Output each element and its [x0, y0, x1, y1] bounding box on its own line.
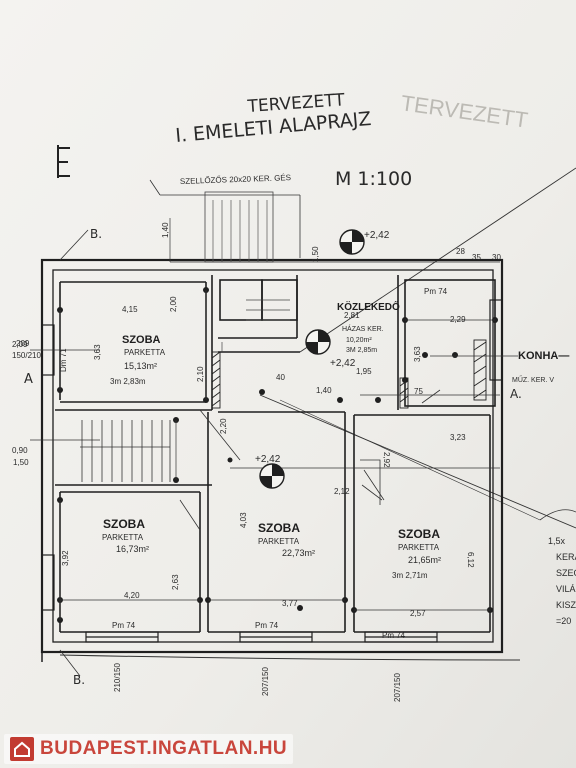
section-marker-a-right: A.: [510, 387, 522, 401]
section-marker-b-top: B.: [90, 227, 102, 241]
svg-text:30: 30: [492, 253, 501, 262]
svg-text:2,57: 2,57: [410, 609, 426, 618]
svg-text:210/150: 210/150: [113, 663, 122, 692]
level-marker-icon: [305, 329, 331, 355]
svg-text:3,63: 3,63: [93, 344, 102, 360]
svg-text:SZOBA: SZOBA: [258, 521, 300, 535]
svg-text:Dm 71: Dm 71: [59, 348, 68, 372]
svg-text:PARKETTA: PARKETTA: [124, 348, 166, 357]
scale-label: M 1:100: [335, 168, 412, 190]
level-marker-icon: [259, 463, 285, 489]
section-marker-a-left: A: [24, 372, 33, 387]
svg-text:KERA: KERA: [556, 552, 576, 562]
svg-text:VILÁ: VILÁ: [556, 584, 576, 594]
svg-text:1,40: 1,40: [316, 386, 332, 395]
windows: [41, 299, 503, 643]
dimension-labels: 1,40 4,15 3,63 2,00 2,81 2,29 3,63 1,95 …: [12, 222, 501, 702]
kitchen-callout-sub: MŰZ. KER. V: [512, 375, 554, 384]
svg-text:2,29: 2,29: [450, 315, 466, 324]
level-label: +2,42: [330, 358, 356, 369]
svg-text:10,20m²: 10,20m²: [346, 337, 372, 344]
svg-text:2,20: 2,20: [219, 418, 228, 434]
svg-text:HÁZAS KER.: HÁZAS KER.: [342, 324, 384, 333]
svg-text:22,73m²: 22,73m²: [282, 548, 315, 558]
svg-text:2,00: 2,00: [169, 296, 178, 312]
svg-text:3m 2,83m: 3m 2,83m: [110, 377, 146, 386]
hatched-walls: [211, 339, 487, 409]
svg-text:SZOBA: SZOBA: [122, 334, 161, 346]
svg-text:207/150: 207/150: [393, 673, 402, 702]
svg-text:40: 40: [276, 373, 285, 382]
room-label-bottom-left: SZOBA PARKETTA 16,73m²: [102, 517, 149, 554]
svg-text:3m 2,71m: 3m 2,71m: [392, 571, 428, 580]
svg-text:1,50: 1,50: [311, 246, 320, 262]
house-logo-icon: [10, 737, 34, 761]
svg-text:KÖZLEKEDŐ: KÖZLEKEDŐ: [337, 300, 400, 313]
north-arrow-icon: [57, 145, 70, 178]
svg-text:2,92: 2,92: [382, 452, 391, 468]
watermark: BUDAPEST.INGATLAN.HU: [4, 734, 294, 764]
svg-text:SZOBA: SZOBA: [398, 527, 440, 541]
svg-text:16,73m²: 16,73m²: [116, 544, 149, 554]
svg-text:Pm 74: Pm 74: [382, 631, 406, 640]
room-label-hallway: KÖZLEKEDŐ HÁZAS KER. 10,20m² 3M 2,85m: [337, 300, 400, 354]
svg-text:3,23: 3,23: [450, 433, 466, 442]
svg-text:75: 75: [414, 387, 423, 396]
svg-text:2,10: 2,10: [196, 366, 205, 382]
chimney-note: SZELLŐZŐS 20x20 KER. GÉS: [180, 173, 291, 186]
svg-text:3M 2,85m: 3M 2,85m: [346, 347, 377, 354]
svg-text:207/150: 207/150: [261, 667, 270, 696]
svg-text:209: 209: [16, 339, 30, 348]
door-swings: [179, 389, 441, 531]
svg-text:=20: =20: [556, 616, 571, 626]
svg-text:150/210: 150/210: [12, 351, 41, 360]
svg-text:SZEG: SZEG: [556, 568, 576, 578]
stair-top: [212, 200, 268, 262]
level-label: +2,42: [364, 230, 390, 241]
svg-text:1,95: 1,95: [356, 367, 372, 376]
level-label: +2,42: [255, 454, 281, 465]
svg-text:21,65m²: 21,65m²: [408, 555, 441, 565]
leader-line: [259, 394, 576, 529]
room-label-center: SZOBA PARKETTA 22,73m²: [258, 521, 315, 558]
svg-text:1,40: 1,40: [161, 222, 170, 238]
svg-text:28: 28: [456, 247, 465, 256]
svg-text:4,03: 4,03: [239, 512, 248, 528]
level-marker-icon: [339, 229, 365, 255]
svg-text:1,50: 1,50: [13, 458, 29, 467]
svg-text:PARKETTA: PARKETTA: [398, 543, 440, 552]
dimension-lines: [30, 218, 500, 620]
svg-text:6,12: 6,12: [466, 552, 475, 568]
staircase: [80, 420, 171, 482]
svg-text:PARKETTA: PARKETTA: [102, 533, 144, 542]
svg-text:2,09: 2,09: [12, 340, 28, 349]
svg-text:Pm 74: Pm 74: [424, 287, 448, 296]
svg-text:KISZ: KISZ: [556, 600, 576, 610]
svg-text:Pm 74: Pm 74: [112, 621, 136, 630]
svg-text:3,77: 3,77: [282, 599, 298, 608]
room-label-top-left: SZOBA PARKETTA 15,13m² 3m 2,83m: [110, 334, 166, 386]
section-marker-b-bottom: B.: [73, 673, 85, 687]
svg-text:2,63: 2,63: [171, 574, 180, 590]
svg-text:2,12: 2,12: [334, 487, 350, 496]
svg-text:3,92: 3,92: [61, 550, 70, 566]
room-label-right: SZOBA PARKETTA 21,65m² 3m 2,71m: [392, 527, 441, 580]
side-notes: 1,5x KERA SZEG VILÁ KISZ =20: [548, 536, 576, 626]
svg-text:Pm 74: Pm 74: [255, 621, 279, 630]
svg-text:4,20: 4,20: [124, 591, 140, 600]
svg-text:1,5x: 1,5x: [548, 536, 566, 546]
svg-text:SZOBA: SZOBA: [103, 517, 145, 531]
svg-text:PARKETTA: PARKETTA: [258, 537, 300, 546]
svg-text:0,90: 0,90: [12, 446, 28, 455]
svg-text:3,63: 3,63: [413, 346, 422, 362]
kitchen-callout: KONHA—: [518, 350, 569, 362]
svg-text:15,13m²: 15,13m²: [124, 361, 157, 371]
dimension-ticks: [57, 287, 498, 623]
svg-text:4,15: 4,15: [122, 305, 138, 314]
svg-text:35: 35: [472, 253, 481, 262]
svg-text:2,81: 2,81: [344, 311, 360, 320]
watermark-text: BUDAPEST.INGATLAN.HU: [40, 738, 288, 759]
